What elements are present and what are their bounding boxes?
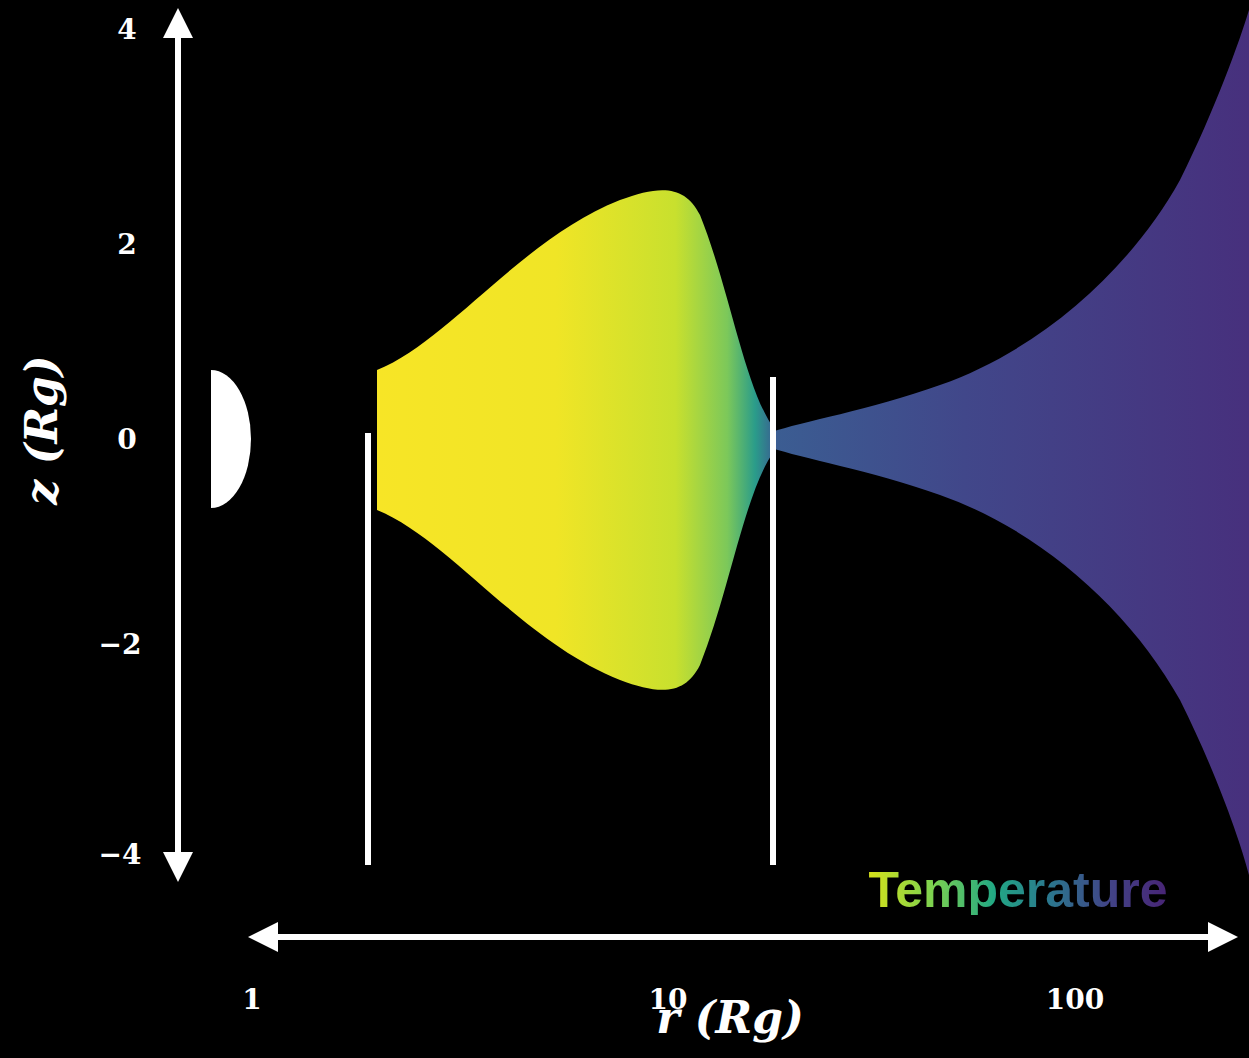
transition-radius-bar [770, 377, 776, 865]
tick-label: −4 [99, 841, 142, 869]
hot-inner-flow [377, 190, 775, 690]
z-axis [175, 14, 181, 876]
tick-label: 100 [1046, 986, 1104, 1014]
inner-boundary-bar [365, 433, 371, 865]
axis-title: r (Rg) [656, 996, 803, 1040]
tick-label: 0 [117, 426, 136, 454]
colorbar-label: Temperature [868, 865, 1167, 915]
tick-label: −2 [99, 631, 142, 659]
black-hole [211, 370, 251, 508]
r-axis [254, 934, 1232, 940]
tick-label: 2 [117, 231, 136, 259]
tick-label: 4 [117, 16, 136, 44]
tick-label: 1 [242, 986, 261, 1014]
thin-outer-disk [772, 10, 1249, 875]
axis-title: z (Rg) [20, 355, 64, 504]
